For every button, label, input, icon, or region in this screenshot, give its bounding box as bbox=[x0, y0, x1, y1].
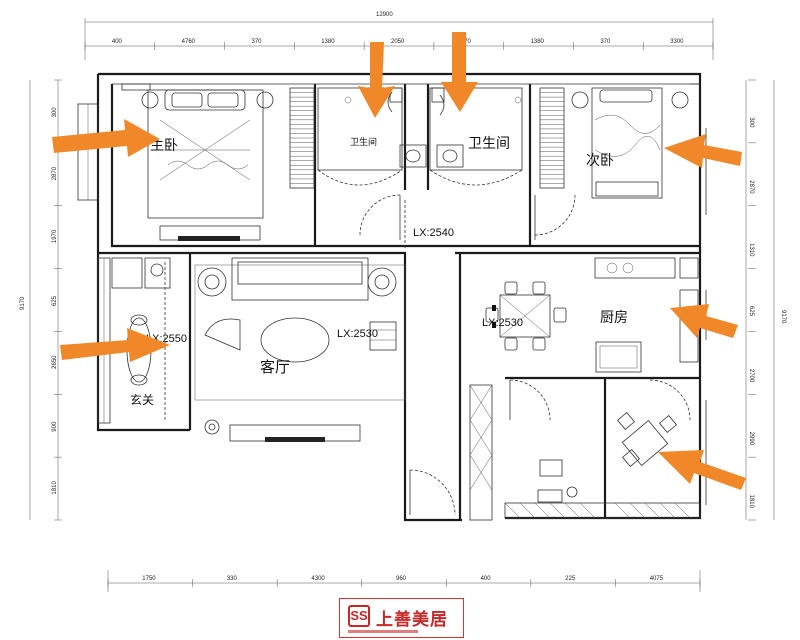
top-dimension-label: 1380 bbox=[321, 39, 335, 45]
brand-logo: SS 上善美居 bbox=[339, 598, 464, 638]
right-dimension-label: 300 bbox=[748, 117, 754, 128]
room-label-bathroom-left: 卫生间 bbox=[350, 136, 377, 148]
top-dimension-label: 3300 bbox=[670, 39, 684, 45]
room-labels: 主卧 卫生间 卫生间 次卧 客厅 玄关 厨房 bbox=[130, 136, 628, 407]
living-room-furniture bbox=[194, 257, 406, 442]
left-dimension-label: 2650 bbox=[52, 355, 58, 369]
top-dimension-label: 370 bbox=[251, 39, 262, 45]
top-dimension-label: 400 bbox=[112, 39, 123, 45]
lx-label-corridor: LX:2540 bbox=[413, 227, 454, 239]
orange-arrows bbox=[52, 32, 746, 490]
lx-labels: LX:2540 LX:2530 LX:2550 LX:2530 bbox=[146, 227, 523, 345]
right-dimension-label: 1310 bbox=[748, 243, 754, 257]
overall-dimension: 12900 bbox=[376, 12, 393, 18]
right-dimension-label: 2870 bbox=[748, 180, 754, 194]
room-label-entrance: 玄关 bbox=[130, 392, 154, 407]
left-dimension-label: 900 bbox=[52, 421, 58, 432]
top-dimension-label: 370 bbox=[600, 39, 611, 45]
bottom-dimension-lines: 1750 330 4300 960 400 225 4075 bbox=[107, 570, 701, 592]
right-dimension-label: 625 bbox=[748, 306, 754, 317]
closets bbox=[289, 87, 565, 521]
brand-name: 上善美居 bbox=[376, 610, 448, 630]
bathroom-fixtures bbox=[317, 87, 523, 186]
top-dimension-label: 4760 bbox=[182, 39, 196, 45]
second-bedroom-furniture bbox=[571, 87, 689, 199]
left-dimension-label: 625 bbox=[52, 295, 58, 306]
bottom-dimension-label: 960 bbox=[396, 576, 407, 582]
room-label-bathroom-right: 卫生间 bbox=[468, 136, 510, 152]
arrow-bathroom-right bbox=[441, 32, 478, 112]
arrow-kitchen bbox=[670, 304, 738, 338]
dining-kitchen-furniture bbox=[485, 257, 699, 373]
top-dimension-label: 2050 bbox=[391, 39, 405, 45]
bottom-dimension-label: 400 bbox=[481, 576, 492, 582]
top-dimension-lines: 12900 400 4760 370 1380 2050 370 1380 370 3300 bbox=[84, 12, 714, 60]
room-label-second-bedroom: 次卧 bbox=[586, 153, 614, 169]
brand-logo-icon: SS bbox=[348, 605, 370, 627]
right-dimension-label: 1810 bbox=[748, 495, 754, 509]
left-dimension-label: 1810 bbox=[52, 481, 58, 495]
doors bbox=[164, 194, 691, 516]
left-dimension-label: 1970 bbox=[52, 229, 58, 243]
side-dimension-lines: 9170 9170 300 2870 1970 625 2650 900 1810 300 2… bbox=[20, 79, 786, 521]
room-label-living-room: 客厅 bbox=[260, 358, 290, 376]
bottom-dimension-label: 4075 bbox=[650, 576, 664, 582]
arrow-master-bedroom bbox=[52, 119, 160, 157]
left-dimension-label: 2870 bbox=[52, 166, 58, 180]
bottom-dimension-label: 4300 bbox=[311, 576, 325, 582]
entrance-furniture bbox=[111, 257, 171, 386]
arrow-second-bedroom bbox=[664, 134, 742, 168]
right-dimension-label: 2700 bbox=[748, 369, 754, 383]
bottom-dimension-label: 330 bbox=[227, 576, 238, 582]
arrow-study bbox=[658, 450, 746, 490]
left-dimension-label: 300 bbox=[52, 107, 58, 118]
lx-label-living: LX:2530 bbox=[337, 328, 378, 340]
top-dimension-label: 1380 bbox=[531, 39, 545, 45]
master-bedroom-furniture bbox=[121, 83, 274, 241]
right-dimension-label: 2990 bbox=[748, 432, 754, 446]
arrow-bathroom-left bbox=[358, 42, 395, 118]
right-side-dimension: 9170 bbox=[780, 310, 786, 324]
room-label-kitchen: 厨房 bbox=[600, 310, 628, 326]
brand-underline bbox=[348, 630, 418, 633]
arrow-entrance bbox=[60, 328, 170, 362]
bottom-dimension-label: 1750 bbox=[142, 576, 156, 582]
top-dimension-label: 370 bbox=[461, 39, 472, 45]
room-label-master-bedroom: 主卧 bbox=[150, 138, 178, 154]
lx-label-dining: LX:2530 bbox=[482, 317, 523, 329]
bottom-dimension-label: 225 bbox=[565, 576, 576, 582]
left-side-dimension: 9170 bbox=[20, 296, 26, 310]
study-furniture bbox=[504, 411, 701, 519]
